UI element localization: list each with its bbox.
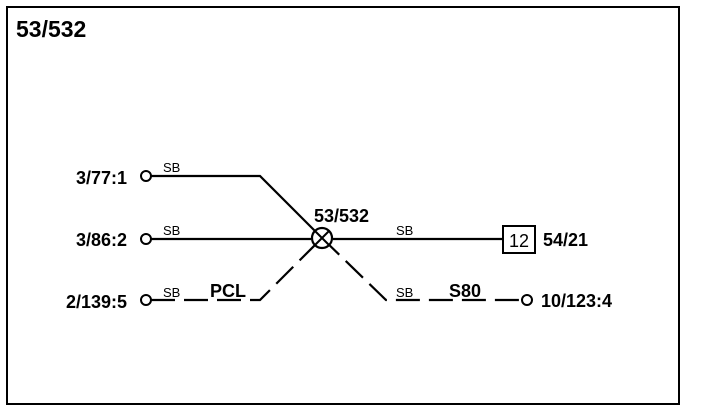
terminal-circle (140, 170, 152, 182)
splice-53-532: 53/532 (310, 206, 369, 250)
diagram-title: 53/532 (16, 16, 86, 42)
connection-3-86-2: 3/86:2 SB (76, 223, 311, 250)
wire-dashed (321, 237, 522, 302)
connector-label: 54/21 (543, 230, 588, 250)
terminal-circle (521, 294, 533, 306)
terminal-circle (140, 294, 152, 306)
diagram-frame (6, 6, 680, 405)
connection-54-21: SB 12 54/21 (333, 223, 588, 254)
connector-label: 3/77:1 (76, 168, 127, 188)
harness-label: S80 (449, 281, 481, 301)
wire-dashed (151, 237, 323, 302)
wire-color-label: SB (163, 223, 180, 238)
connector-pin-box (502, 225, 536, 254)
connector-label: 2/139:5 (66, 292, 127, 312)
connector-pin-number: 12 (509, 231, 529, 251)
terminal-circle (140, 233, 152, 245)
connector-label: 10/123:4 (541, 291, 612, 311)
wire-color-label: SB (163, 160, 180, 175)
connector-label: 3/86:2 (76, 230, 127, 250)
wire-color-label: SB (163, 285, 180, 300)
connection-10-123-4: SB S80 10/123:4 (321, 237, 612, 311)
splice-cross (314, 230, 330, 246)
connection-3-77-1: 3/77:1 SB (76, 160, 323, 239)
splice-label: 53/532 (314, 206, 369, 226)
harness-label: PCL (210, 281, 246, 301)
wire-solid (151, 174, 323, 239)
wire-color-label: SB (396, 223, 413, 238)
wire-color-label: SB (396, 285, 413, 300)
connection-2-139-5: 2/139:5 SB PCL (66, 237, 323, 312)
